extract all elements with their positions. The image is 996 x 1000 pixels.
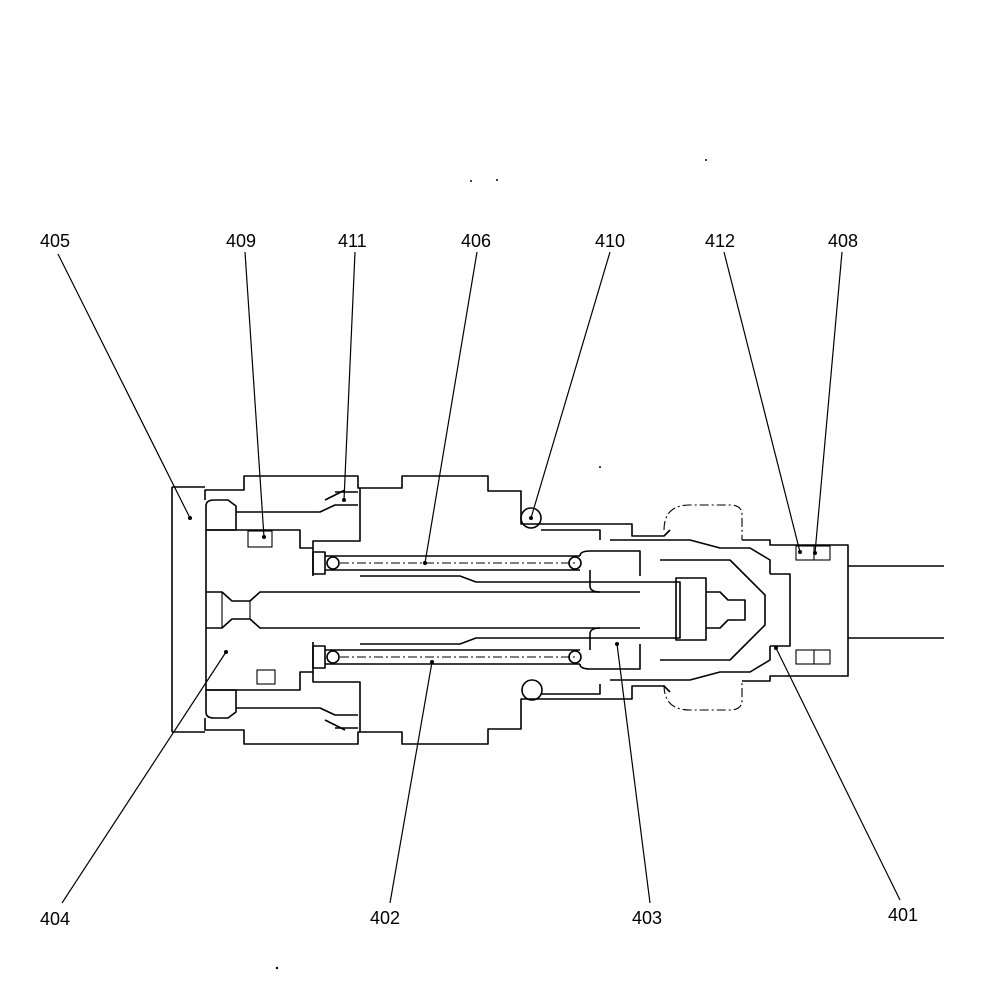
label-408: 408 bbox=[828, 231, 858, 251]
label-401: 401 bbox=[888, 905, 918, 925]
cavity-outline bbox=[663, 504, 743, 711]
label-402: 402 bbox=[370, 908, 400, 928]
part-410-o-ring bbox=[520, 507, 601, 701]
label-409: 409 bbox=[226, 231, 256, 251]
label-403: 403 bbox=[632, 908, 662, 928]
leader-lines bbox=[57, 251, 901, 904]
label-404: 404 bbox=[40, 909, 70, 929]
bore-sleeve bbox=[236, 489, 358, 731]
part-labels: 405 409 411 406 410 412 408 404 402 403 … bbox=[40, 231, 918, 929]
label-412: 412 bbox=[705, 231, 735, 251]
part-401-end-cap bbox=[742, 539, 944, 682]
label-405: 405 bbox=[40, 231, 70, 251]
part-404-spool bbox=[205, 499, 640, 719]
label-406: 406 bbox=[461, 231, 491, 251]
part-406-spring bbox=[312, 551, 640, 669]
label-410: 410 bbox=[595, 231, 625, 251]
part-403-poppet bbox=[579, 523, 771, 700]
label-411: 411 bbox=[338, 231, 367, 251]
part-405-end-plate bbox=[171, 486, 205, 733]
scan-specks bbox=[275, 159, 707, 970]
